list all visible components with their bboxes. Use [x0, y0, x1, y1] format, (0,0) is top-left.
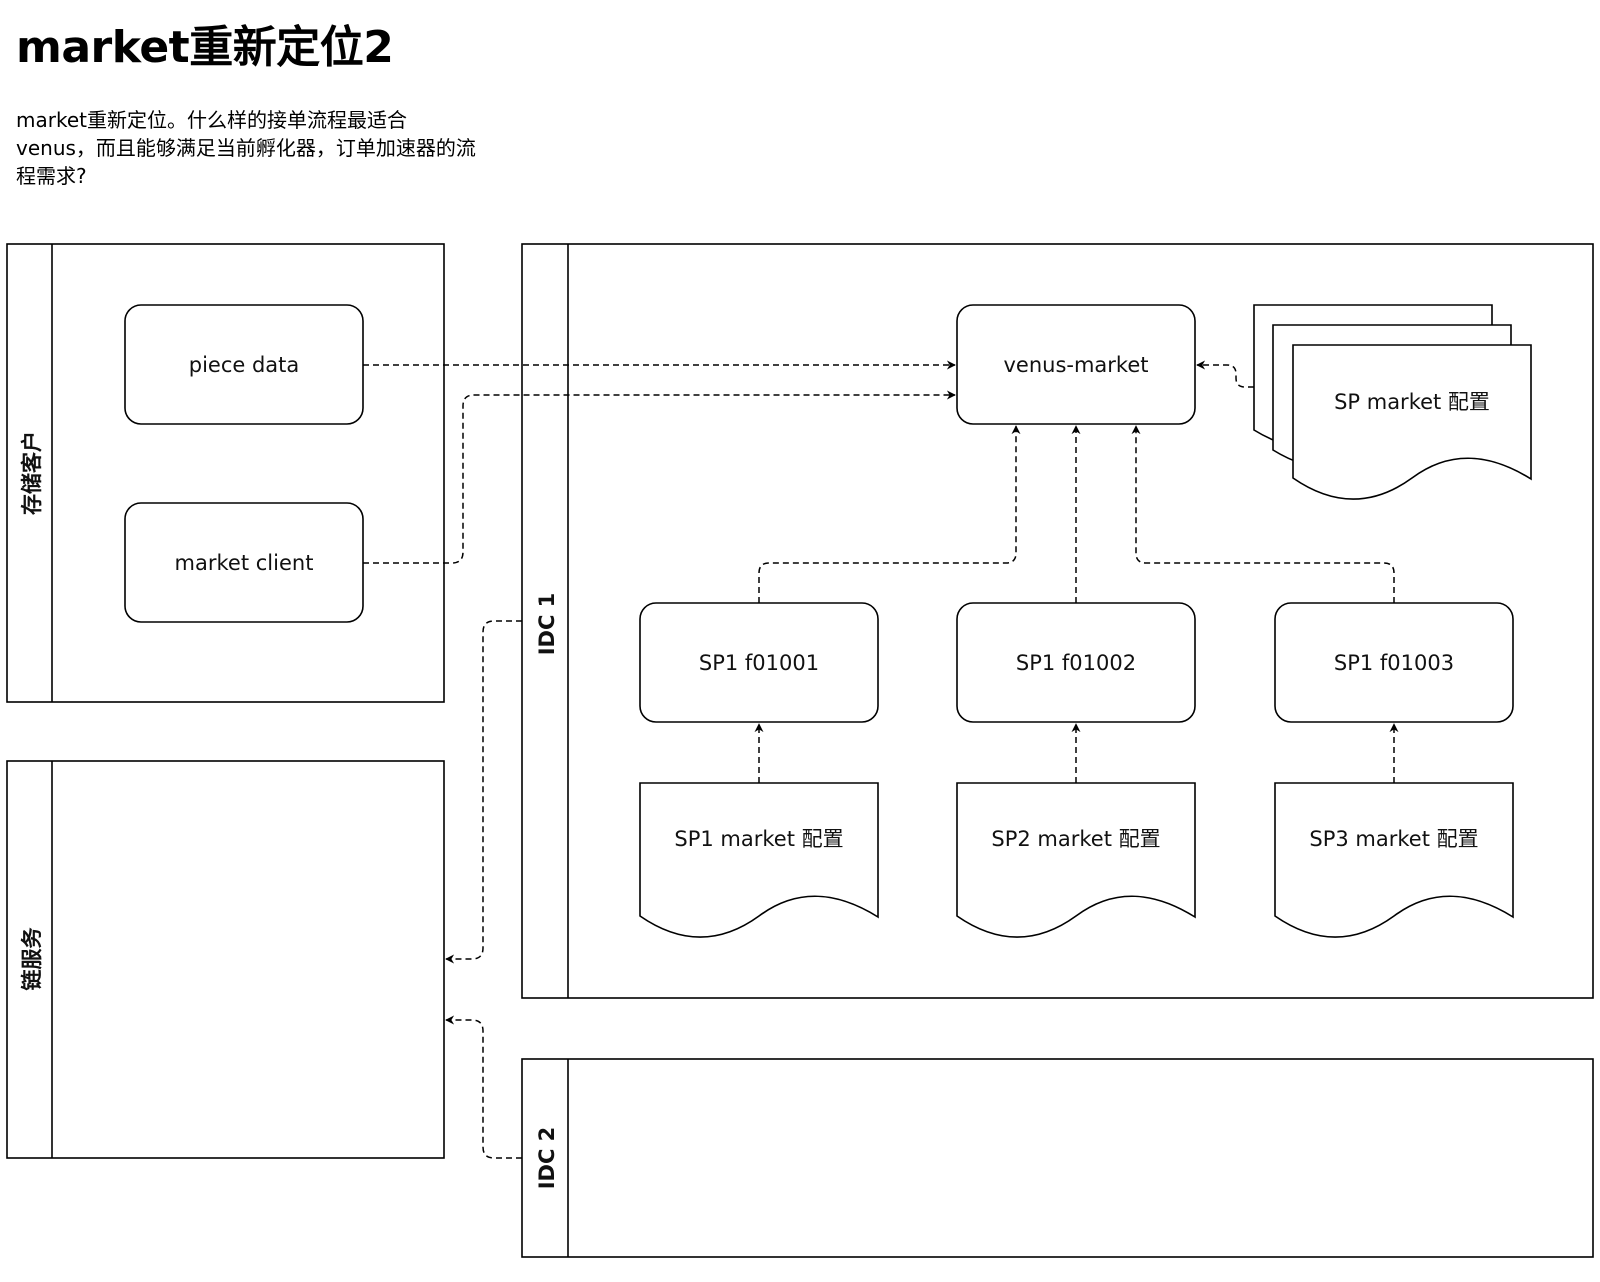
lane-idc2-label: IDC 2 [535, 1127, 559, 1190]
node-sp-f01003-label: SP1 f01003 [1334, 651, 1454, 675]
node-venus-market-label: venus-market [1003, 353, 1148, 377]
node-piece-data[interactable]: piece data [124, 304, 364, 425]
lane-chain-service-label: 链服务 [20, 927, 44, 991]
edge-idc1-to-chain-service[interactable] [445, 620, 522, 964]
node-sp-f01003[interactable]: SP1 f01003 [1274, 602, 1514, 723]
node-sp-f01001-label: SP1 f01001 [699, 651, 819, 675]
node-sp2-config[interactable]: SP2 market 配置 [956, 782, 1196, 938]
lane-customer-label: 存储客户 [20, 431, 44, 515]
page-description: market重新定位。什么样的接单流程最适合 venus，而且能够满足当前孵化器… [16, 106, 576, 190]
node-market-client-label: market client [175, 551, 314, 575]
node-sp-market-config[interactable]: SP market 配置 [1253, 304, 1532, 500]
description-line-2: venus，而且能够满足当前孵化器，订单加速器的流 [16, 136, 476, 160]
node-venus-market[interactable]: venus-market [956, 304, 1196, 425]
lane-idc2: IDC 2 [521, 1058, 1594, 1258]
lane-idc1-label: IDC 1 [535, 593, 559, 656]
description-line-3: 程需求? [16, 164, 87, 188]
page-title: market重新定位2 [16, 22, 394, 73]
node-sp3-config-label: SP3 market 配置 [1309, 827, 1478, 851]
node-sp1-config-label: SP1 market 配置 [674, 827, 843, 851]
edge-idc2-to-chain-service[interactable] [445, 1015, 522, 1159]
edge-f01001-to-venus-market[interactable] [758, 425, 1021, 603]
node-piece-data-label: piece data [189, 353, 300, 377]
edge-f01003-to-venus-market[interactable] [1131, 425, 1395, 603]
node-market-client[interactable]: market client [124, 502, 364, 623]
node-sp2-config-label: SP2 market 配置 [991, 827, 1160, 851]
node-sp3-config[interactable]: SP3 market 配置 [1274, 782, 1514, 938]
node-sp-market-config-label: SP market 配置 [1334, 390, 1490, 414]
description-line-1: market重新定位。什么样的接单流程最适合 [16, 108, 407, 132]
edge-sp-config-to-venus-market[interactable] [1196, 360, 1254, 388]
node-sp1-config[interactable]: SP1 market 配置 [639, 782, 879, 938]
node-sp-f01002[interactable]: SP1 f01002 [956, 602, 1196, 723]
lane-chain-service: 链服务 [6, 760, 445, 1159]
edge-market-client-to-venus-market[interactable] [363, 390, 956, 564]
node-sp-f01002-label: SP1 f01002 [1016, 651, 1136, 675]
node-sp-f01001[interactable]: SP1 f01001 [639, 602, 879, 723]
